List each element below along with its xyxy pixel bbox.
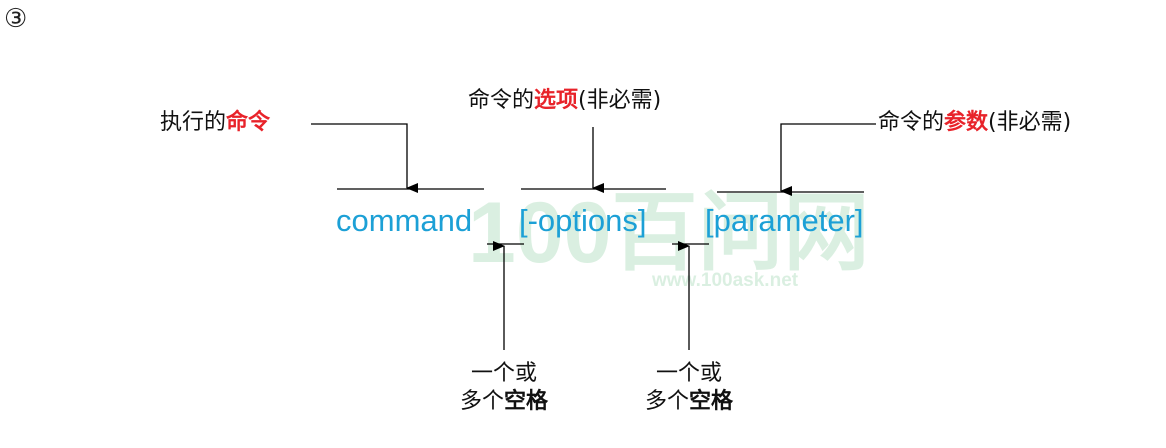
space-label-2: 一个或 多个空格 <box>629 360 749 416</box>
syntax-options: [-options] <box>519 203 647 238</box>
space-label-2-line1: 一个或 <box>655 361 722 386</box>
step-marker: ③ <box>4 4 28 34</box>
space-label-1: 一个或 多个空格 <box>444 360 564 416</box>
parameter-label-suffix: (非必需) <box>988 110 1072 135</box>
watermark-logo: 100百问网 <box>468 185 870 281</box>
space-label-2-line2: 多个空格 <box>629 388 749 416</box>
syntax-parameter: [parameter] <box>705 203 864 238</box>
parameter-arrow <box>780 123 876 196</box>
watermark-url: www.100ask.net <box>651 270 799 291</box>
command-label-prefix: 执行的 <box>160 110 227 135</box>
space-label-2-prefix: 多个 <box>644 389 689 414</box>
options-label: 命令的选项(非必需) <box>468 88 661 114</box>
watermark: 100百问网 www.100ask.net <box>468 185 870 291</box>
space-label-1-line2: 多个空格 <box>444 388 564 416</box>
options-label-prefix: 命令的 <box>468 88 535 113</box>
options-label-suffix: (非必需) <box>578 88 662 113</box>
parameter-label-prefix: 命令的 <box>878 110 945 135</box>
space-label-2-emphasis: 空格 <box>689 389 734 414</box>
space-label-1-prefix: 多个 <box>459 389 504 414</box>
space-label-1-line1: 一个或 <box>470 361 537 386</box>
command-label-emphasis: 命令 <box>226 110 271 135</box>
syntax-command: command <box>336 203 473 238</box>
command-arrow <box>311 123 418 193</box>
options-label-emphasis: 选项 <box>534 88 579 113</box>
parameter-label: 命令的参数(非必需) <box>878 110 1071 136</box>
command-label: 执行的命令 <box>160 110 270 136</box>
space-label-1-emphasis: 空格 <box>504 389 549 414</box>
parameter-label-emphasis: 参数 <box>944 110 989 135</box>
